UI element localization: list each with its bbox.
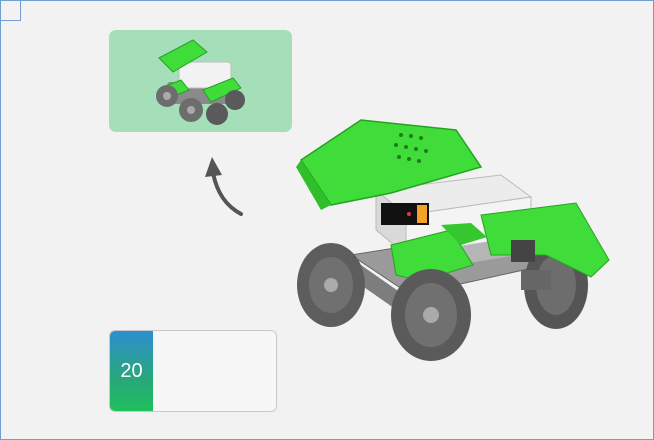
- step-indicator: 20: [109, 330, 277, 412]
- robot-thumbnail-illustration: [109, 30, 292, 132]
- robot-assembly-illustration: [291, 105, 621, 365]
- reference-thumbnail: [109, 30, 292, 132]
- curved-arrow-icon: [191, 151, 261, 221]
- step-number: 20: [110, 331, 153, 411]
- corner-divider: [1, 1, 21, 21]
